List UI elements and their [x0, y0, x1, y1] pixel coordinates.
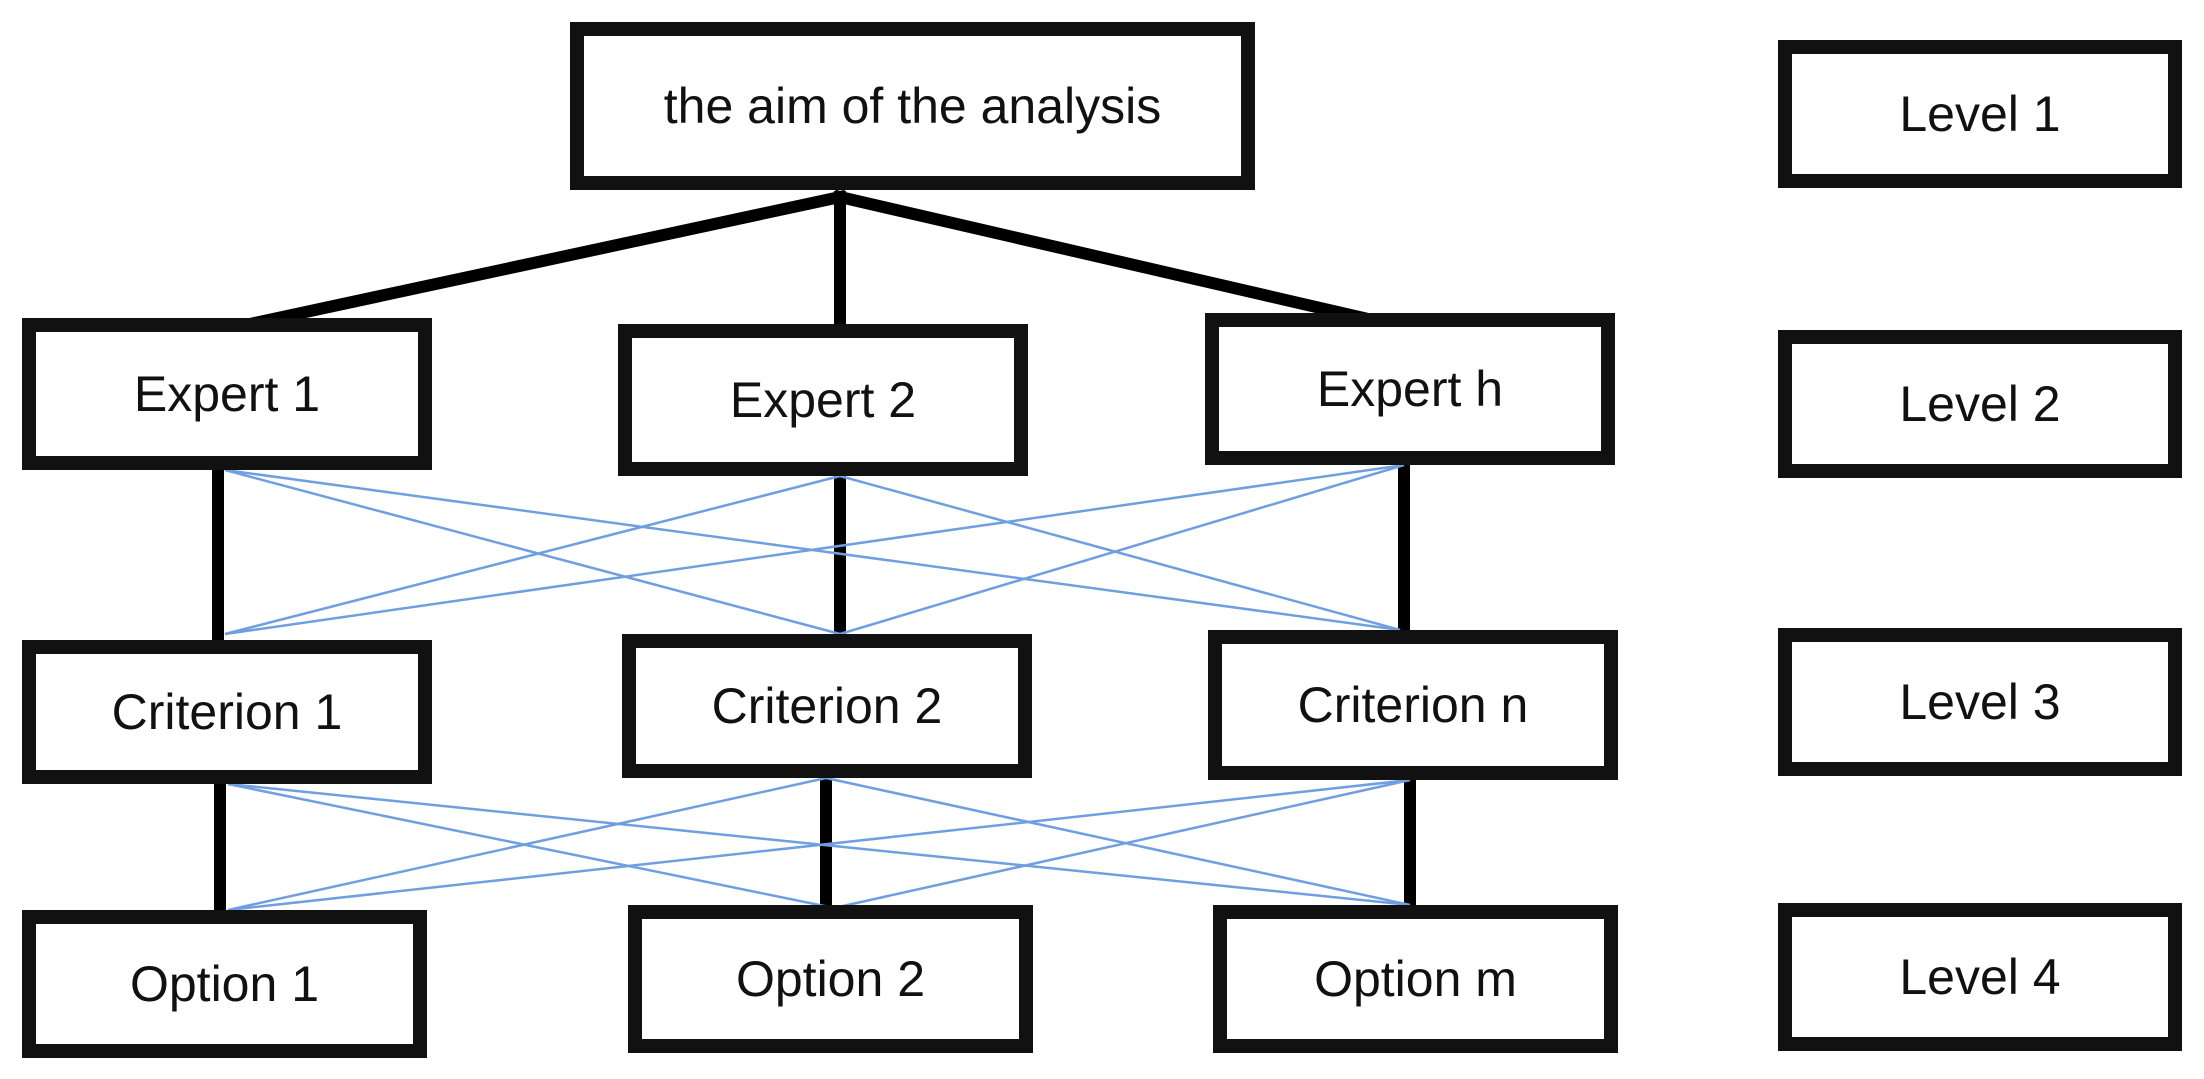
option-label: Option 2 [735, 951, 925, 1007]
level-box: Level 2 [1778, 330, 2182, 478]
level-box: Level 3 [1778, 628, 2182, 776]
expert-label: Expert h [1316, 361, 1504, 417]
expert-2-to-criterion-n-link [839, 474, 1401, 632]
criterion-box: Criterion n [1208, 630, 1618, 780]
level-label: Level 4 [1899, 949, 2061, 1005]
expert-h-to-criterion-2-link [839, 463, 1405, 636]
criterion-n-to-option-1-link [227, 778, 1411, 912]
expert-label: Expert 2 [729, 372, 917, 428]
level-label: Level 1 [1899, 86, 2061, 142]
goal-to-expert-h-line [832, 189, 1402, 333]
expert-label: Expert 1 [133, 366, 321, 422]
criterion-2-to-option-1-link [227, 776, 827, 912]
option-label: Option m [1314, 951, 1517, 1007]
expert-2-to-criterion-1-link [224, 474, 841, 636]
expert-1-to-criterion-2-link [224, 468, 841, 636]
criterion-box: Criterion 1 [22, 640, 432, 784]
goal-box: the aim of the analysis [570, 22, 1255, 190]
expert-box: Expert 1 [22, 318, 432, 470]
level-label: Level 3 [1899, 674, 2061, 730]
option-box: Option m [1213, 905, 1618, 1053]
goal-to-expert-1-line [214, 189, 848, 338]
expert-box: Expert h [1205, 313, 1615, 465]
criterion-label: Criterion 2 [711, 678, 943, 734]
level-box: Level 1 [1778, 40, 2182, 188]
goal-label: the aim of the analysis [663, 78, 1162, 134]
level-label: Level 2 [1899, 376, 2061, 432]
criterion-1-to-option-2-link [227, 782, 835, 910]
criterion-label: Criterion n [1297, 677, 1529, 733]
criterion-n-to-option-2-link [833, 778, 1411, 910]
level-box: Level 4 [1778, 903, 2182, 1051]
criterion-box: Criterion 2 [622, 634, 1032, 778]
expert-h-to-criterion-1-link [224, 463, 1405, 636]
expert-box: Expert 2 [618, 324, 1028, 476]
option-label: Option 1 [129, 956, 319, 1012]
criterion-label: Criterion 1 [111, 684, 343, 740]
option-box: Option 2 [628, 905, 1033, 1053]
option-box: Option 1 [22, 910, 427, 1058]
criterion-2-to-option-m-link [825, 776, 1411, 907]
